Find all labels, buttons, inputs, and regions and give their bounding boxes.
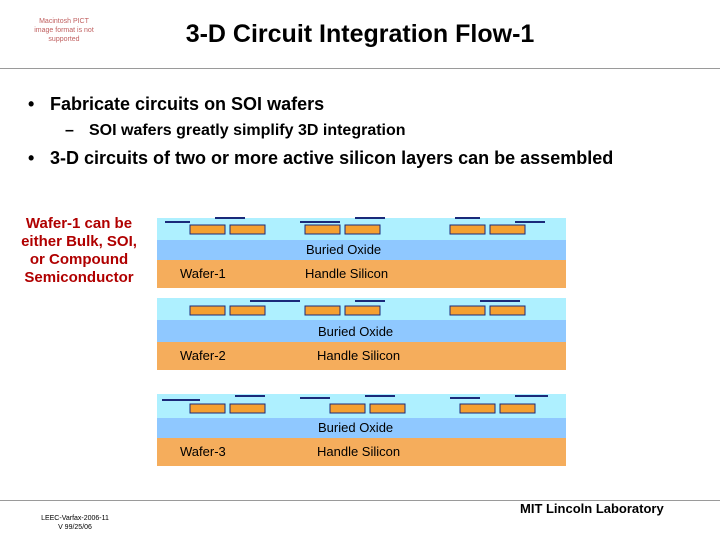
transistor-group [304,300,385,316]
buried-oxide-layer [157,240,566,260]
bullet-marker: • [28,94,35,114]
handle-silicon-layer [157,438,566,466]
handle-silicon-layer [157,260,566,288]
slide-title: 3-D Circuit Integration Flow-1 [185,20,535,48]
wafer-2-handle-label: Handle Silicon [317,348,401,363]
bullet-text: 3-D circuits of two or more active silic… [50,148,614,168]
bullet-marker: • [28,148,35,168]
wafer-1-diagram [157,217,566,288]
transistor-group [162,395,266,414]
sub-bullet-text: SOI wafers greatly simplify 3D integrati… [89,122,406,139]
transistor-group [300,395,406,414]
transistor-group [300,217,385,235]
footer-divider [0,500,720,501]
document-id-line: LEEC-Varfax-2006-11 [41,515,109,522]
wafer-3-oxide-label: Buried Oxide [318,420,394,435]
wafer1-note: Wafer-1 can be either Bulk, SOI, or Comp… [10,215,148,287]
wafer-2-diagram [157,298,566,370]
handle-silicon-layer [157,342,566,370]
transistor-group [189,300,300,316]
bullet-fabricate: • Fabricate circuits on SOI wafers [28,94,324,115]
transistor-group [449,217,545,235]
buried-oxide-layer [157,320,566,342]
wafer-3-name: Wafer-3 [180,444,226,459]
wafer-1-handle-label: Handle Silicon [305,266,389,281]
sub-bullet-marker: – [65,122,74,139]
wafer1-note-line: Semiconductor [24,269,134,286]
missing-logo-placeholder: Macintosh PICT image format is not suppo… [34,18,94,43]
header-divider [0,68,720,69]
transistor-group [165,217,266,235]
wafer-2-name: Wafer-2 [180,348,226,363]
wafer-2-oxide-label: Buried Oxide [318,324,394,339]
transistor-group [449,300,526,316]
sub-bullet-soi: –SOI wafers greatly simplify 3D integrat… [65,122,406,140]
transistor-group [450,395,548,414]
organization-name: MIT Lincoln Laboratory [520,501,664,516]
bullet-3d-circuits: • 3-D circuits of two or more active sili… [28,148,613,169]
buried-oxide-layer [157,418,566,438]
wafer-1-oxide-label: Buried Oxide [306,242,382,257]
document-id: LEEC-Varfax-2006-11 V 99/25/06 [30,514,120,532]
wafer1-note-line: or Compound [29,251,129,268]
wafer1-note-line: either Bulk, SOI, [21,233,137,250]
document-id-line: V 99/25/06 [58,524,92,531]
wafer-3-handle-label: Handle Silicon [317,444,401,459]
wafer-3-diagram [157,394,566,466]
wafer-1-name: Wafer-1 [180,266,226,281]
bullet-text: Fabricate circuits on SOI wafers [50,94,325,114]
wafer1-note-line: Wafer-1 can be [25,215,133,232]
